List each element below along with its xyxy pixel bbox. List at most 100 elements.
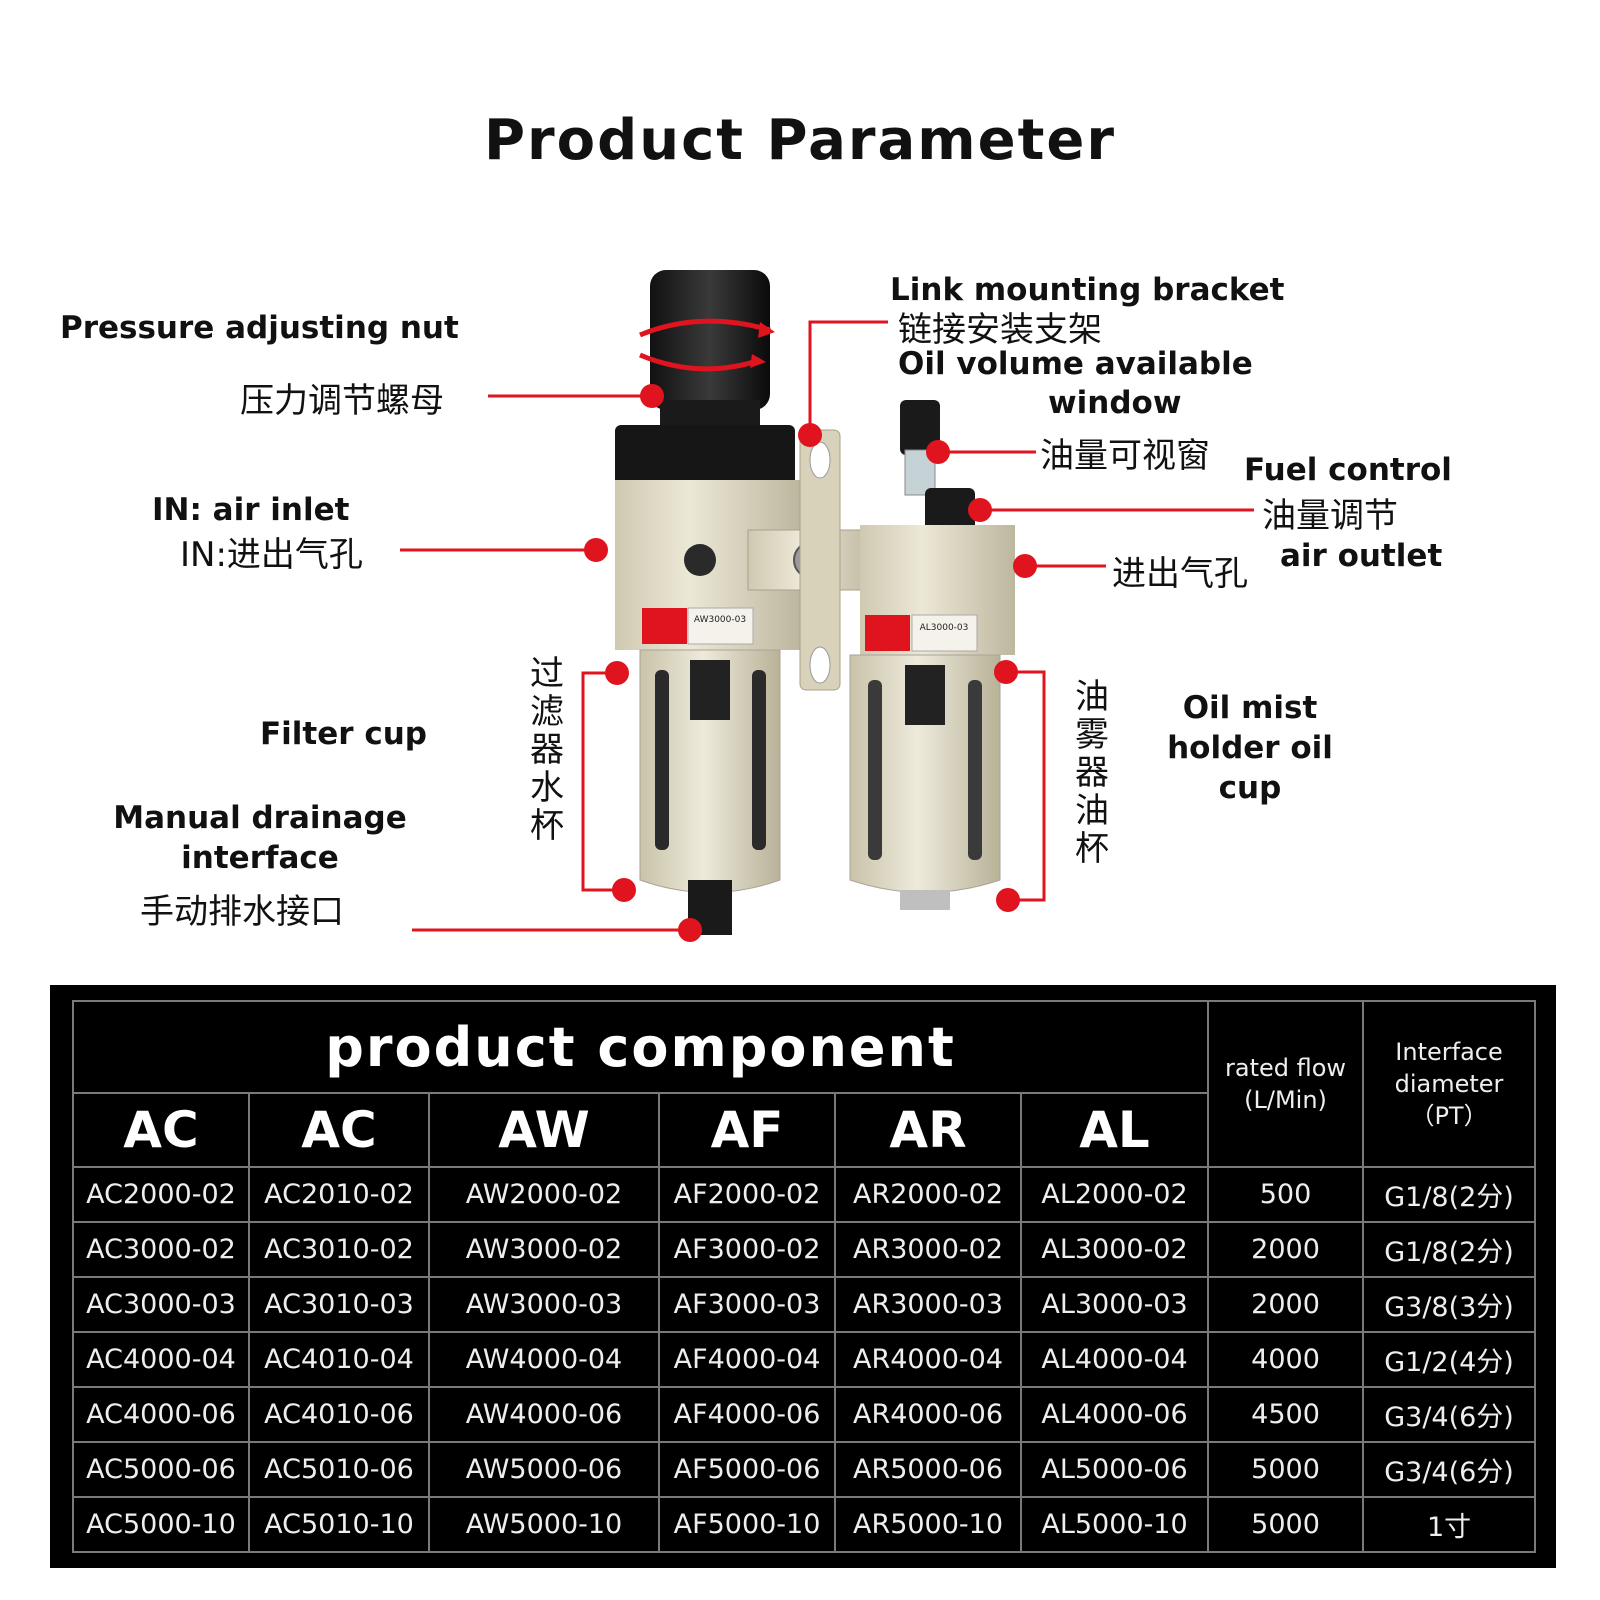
- table-cell: G3/4(6分): [1362, 1386, 1537, 1443]
- table-cell: AW3000-02: [428, 1221, 660, 1278]
- table-cell: 5000: [1207, 1496, 1365, 1553]
- label-inlet-zh: IN:进出气孔: [180, 535, 363, 575]
- table-cell: AL5000-06: [1019, 1441, 1210, 1498]
- table-cell: AC2000-02: [72, 1166, 250, 1223]
- label-outlet-en: air outlet: [1280, 538, 1443, 574]
- spec-table-panel: product component rated flow (L/Min) Int…: [50, 985, 1556, 1568]
- table-cell: 2000: [1207, 1276, 1365, 1333]
- callout-lines: [400, 320, 1254, 932]
- table-cell: AF4000-04: [658, 1331, 836, 1388]
- table-cell: AC5000-06: [72, 1441, 250, 1498]
- table-cell: 500: [1207, 1166, 1365, 1223]
- table-cell: 5000: [1207, 1441, 1365, 1498]
- table-cell: AR2000-02: [834, 1166, 1022, 1223]
- table-cell: AW5000-10: [428, 1496, 660, 1553]
- label-oilwin-zh: 油量可视窗: [1040, 436, 1210, 476]
- table-cell: AR4000-04: [834, 1331, 1022, 1388]
- table-cell: G1/8(2分): [1362, 1221, 1537, 1278]
- page-title: Product Parameter: [484, 108, 1116, 173]
- column-header-af: AF: [658, 1092, 836, 1168]
- column-header-al: AL: [1019, 1092, 1210, 1168]
- header-interface-line3: （PT）: [1410, 1102, 1488, 1130]
- table-cell: AC3010-03: [248, 1276, 430, 1333]
- header-rated-flow-line1: rated flow: [1225, 1054, 1347, 1082]
- column-header-ar: AR: [834, 1092, 1022, 1168]
- port-hole: [684, 544, 716, 576]
- table-cell: AW3000-03: [428, 1276, 660, 1333]
- label-mist-zh: 油雾器油杯: [1075, 677, 1109, 869]
- lubricator-sticker-text: AL3000-03: [920, 623, 969, 633]
- callout-dots: [584, 384, 1037, 942]
- column-header-ac-2: AC: [248, 1092, 430, 1168]
- table-cell: AC3000-03: [72, 1276, 250, 1333]
- table-cell: AC4000-04: [72, 1331, 250, 1388]
- label-outlet-zh: 进出气孔: [1112, 554, 1248, 594]
- table-cell: AF3000-02: [658, 1221, 836, 1278]
- label-drain-en-1: Manual drainage: [113, 800, 407, 836]
- header-interface-diameter: Interface diameter （PT）: [1362, 1000, 1537, 1168]
- table-cell: AC5010-10: [248, 1496, 430, 1553]
- table-cell: AW5000-06: [428, 1441, 660, 1498]
- label-filter-zh: 过滤器水杯: [530, 654, 564, 846]
- table-cell: 2000: [1207, 1221, 1365, 1278]
- table-cell: AR3000-03: [834, 1276, 1022, 1333]
- table-cell: AF3000-03: [658, 1276, 836, 1333]
- label-oilwin-en-1: Oil volume available: [898, 346, 1253, 382]
- table-cell: AL3000-03: [1019, 1276, 1210, 1333]
- header-rated-flow: rated flow (L/Min): [1207, 1000, 1365, 1168]
- label-bracket-en: Link mounting bracket: [890, 272, 1285, 308]
- table-cell: AF2000-02: [658, 1166, 836, 1223]
- table-cell: AL5000-10: [1019, 1496, 1210, 1553]
- table-cell: G3/8(3分): [1362, 1276, 1537, 1333]
- model-sticker: [687, 607, 754, 645]
- table-cell: G1/2(4分): [1362, 1331, 1537, 1388]
- filter-cup: [639, 649, 781, 935]
- label-red-block: [642, 608, 687, 644]
- header-rated-flow-line2: (L/Min): [1244, 1086, 1327, 1114]
- table-cell: AR3000-02: [834, 1221, 1022, 1278]
- label-fuel-zh: 油量调节: [1262, 496, 1398, 536]
- oil-window-cap: [900, 400, 940, 455]
- label-pressure-zh: 压力调节螺母: [240, 381, 444, 421]
- regulator-collar: [615, 425, 795, 485]
- table-cell: AW2000-02: [428, 1166, 660, 1223]
- table-cell: AL4000-04: [1019, 1331, 1210, 1388]
- fuel-control-knob: [925, 488, 975, 533]
- label-drain-zh: 手动排水接口: [140, 892, 344, 932]
- header-interface-line1: Interface: [1395, 1038, 1503, 1066]
- table-cell: G1/8(2分): [1362, 1166, 1537, 1223]
- table-cell: AC5000-10: [72, 1496, 250, 1553]
- table-cell: AC3000-02: [72, 1221, 250, 1278]
- table-cell: AC4000-06: [72, 1386, 250, 1443]
- label-fuel-en: Fuel control: [1244, 452, 1452, 488]
- label-mist-en-1: Oil mist: [1182, 690, 1318, 726]
- spec-table: product component rated flow (L/Min) Int…: [71, 1000, 1537, 1553]
- table-cell: AR5000-10: [834, 1496, 1022, 1553]
- table-cell: AC4010-04: [248, 1331, 430, 1388]
- label-mist-en-3: cup: [1218, 770, 1282, 806]
- table-cell: AF4000-06: [658, 1386, 836, 1443]
- label-oilwin-en-2: window: [1048, 385, 1182, 421]
- oil-mist-cup: [849, 654, 1001, 910]
- column-header-ac: AC: [72, 1092, 250, 1168]
- table-cell: AL3000-02: [1019, 1221, 1210, 1278]
- header-interface-line2: diameter: [1394, 1070, 1504, 1098]
- column-header-aw: AW: [428, 1092, 660, 1168]
- table-cell: AC3010-02: [248, 1221, 430, 1278]
- table-cell: AL2000-02: [1019, 1166, 1210, 1223]
- table-cell: AC4010-06: [248, 1386, 430, 1443]
- label-inlet-en: IN: air inlet: [152, 492, 350, 528]
- model-sticker-text: AW3000-03: [694, 615, 746, 625]
- table-cell: AF5000-10: [658, 1496, 836, 1553]
- table-cell: 4500: [1207, 1386, 1365, 1443]
- table-cell: G3/4(6分): [1362, 1441, 1537, 1498]
- table-cell: AL4000-06: [1019, 1386, 1210, 1443]
